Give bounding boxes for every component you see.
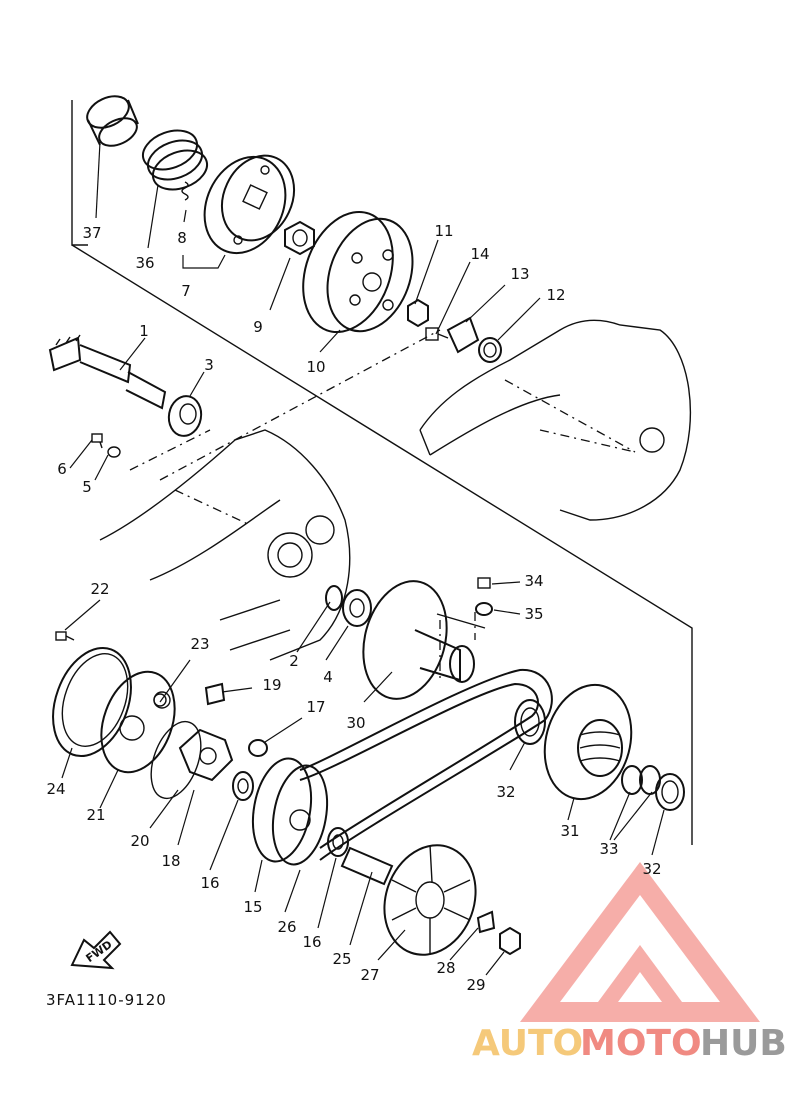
label-2: 2 <box>289 652 299 670</box>
label-25: 25 <box>332 950 351 968</box>
label-32-upper: 32 <box>496 783 515 801</box>
part-35-collar <box>475 602 493 616</box>
label-1: 1 <box>139 322 149 340</box>
assembly-frame-lines <box>71 100 693 845</box>
label-4: 4 <box>323 668 333 686</box>
part-27-fan <box>383 844 477 956</box>
part-31-secondary-clutch <box>543 683 633 801</box>
watermark-part3: HUB <box>700 1023 787 1064</box>
label-33: 33 <box>599 840 618 858</box>
label-22: 22 <box>90 580 109 598</box>
label-6: 6 <box>57 460 67 478</box>
part-20-plate <box>150 720 202 800</box>
label-13: 13 <box>510 265 529 283</box>
part-3-bearing <box>167 395 203 437</box>
part-10-clutch-housing <box>302 210 414 334</box>
part-24-gasket <box>52 646 132 758</box>
part-32-seal-lower <box>655 773 685 811</box>
label-11: 11 <box>434 222 453 240</box>
part-11-nut <box>407 298 429 328</box>
label-30: 30 <box>346 714 365 732</box>
part-26-v-belt <box>299 668 553 861</box>
part-34-pin <box>477 577 491 589</box>
part-labels: 37 36 8 7 9 10 11 14 13 12 1 3 6 5 22 23… <box>46 222 661 994</box>
part-36-spring <box>141 129 209 191</box>
label-12: 12 <box>546 286 565 304</box>
label-9: 9 <box>253 318 263 336</box>
watermark-part1: AUTO <box>472 1023 583 1064</box>
label-26: 26 <box>277 918 296 936</box>
label-28: 28 <box>436 959 455 977</box>
label-10: 10 <box>306 358 325 376</box>
part-22-screw <box>55 631 75 641</box>
part-13-bracket <box>446 316 480 354</box>
label-15: 15 <box>243 898 262 916</box>
part-32-seal-upper <box>514 699 546 745</box>
part-7-clutch-carrier <box>203 154 295 255</box>
part-25-collar <box>340 846 394 886</box>
leader-lines <box>61 141 665 976</box>
part-2-circlip <box>325 585 343 611</box>
watermark-logo <box>520 862 760 1022</box>
label-35: 35 <box>524 605 543 623</box>
part-29-nut <box>499 926 521 956</box>
watermark-text: AUTO MOTO HUB <box>472 1023 787 1064</box>
label-16-right: 16 <box>302 933 321 951</box>
part-37-collar <box>86 95 139 147</box>
label-34: 34 <box>524 572 543 590</box>
part-5-washer <box>107 446 121 458</box>
label-29: 29 <box>466 976 485 994</box>
label-21: 21 <box>86 806 105 824</box>
label-17: 17 <box>306 698 325 716</box>
label-8: 8 <box>177 229 187 247</box>
label-19: 19 <box>262 676 281 694</box>
part-1-shaft <box>48 334 167 410</box>
label-5: 5 <box>82 478 92 496</box>
part-16-bearing-left <box>232 771 254 801</box>
part-21-cover <box>100 670 176 774</box>
crankcase-outline <box>99 319 692 661</box>
part-6-bolt <box>91 433 103 449</box>
part-30-secondary-sheave <box>362 580 475 700</box>
part-14-bolt <box>425 327 449 341</box>
part-33-o-rings <box>621 765 661 795</box>
fwd-arrow-icon: FWD <box>70 930 122 970</box>
part-9-nut <box>284 220 315 256</box>
label-23: 23 <box>190 635 209 653</box>
label-32-lower: 32 <box>642 860 661 878</box>
label-14: 14 <box>470 245 489 263</box>
part-23-ring <box>153 691 171 709</box>
label-7: 7 <box>181 282 191 300</box>
label-3: 3 <box>204 356 214 374</box>
label-36: 36 <box>135 254 154 272</box>
watermark-part2: MOTO <box>580 1023 702 1064</box>
part-18-cam <box>178 728 234 782</box>
label-16-left: 16 <box>200 874 219 892</box>
part-28-washer <box>476 910 496 934</box>
diagram-code: 3FA1110-9120 <box>46 991 167 1009</box>
label-18: 18 <box>161 852 180 870</box>
label-20: 20 <box>130 832 149 850</box>
part-12-cap <box>478 337 502 363</box>
label-31: 31 <box>560 822 579 840</box>
part-4-oil-seal <box>342 589 372 627</box>
part-17-weight <box>248 739 268 757</box>
label-27: 27 <box>360 966 379 984</box>
label-37: 37 <box>82 224 101 242</box>
part-8-small-spring <box>181 181 189 201</box>
part-19-slider <box>204 682 226 706</box>
label-24: 24 <box>46 780 65 798</box>
